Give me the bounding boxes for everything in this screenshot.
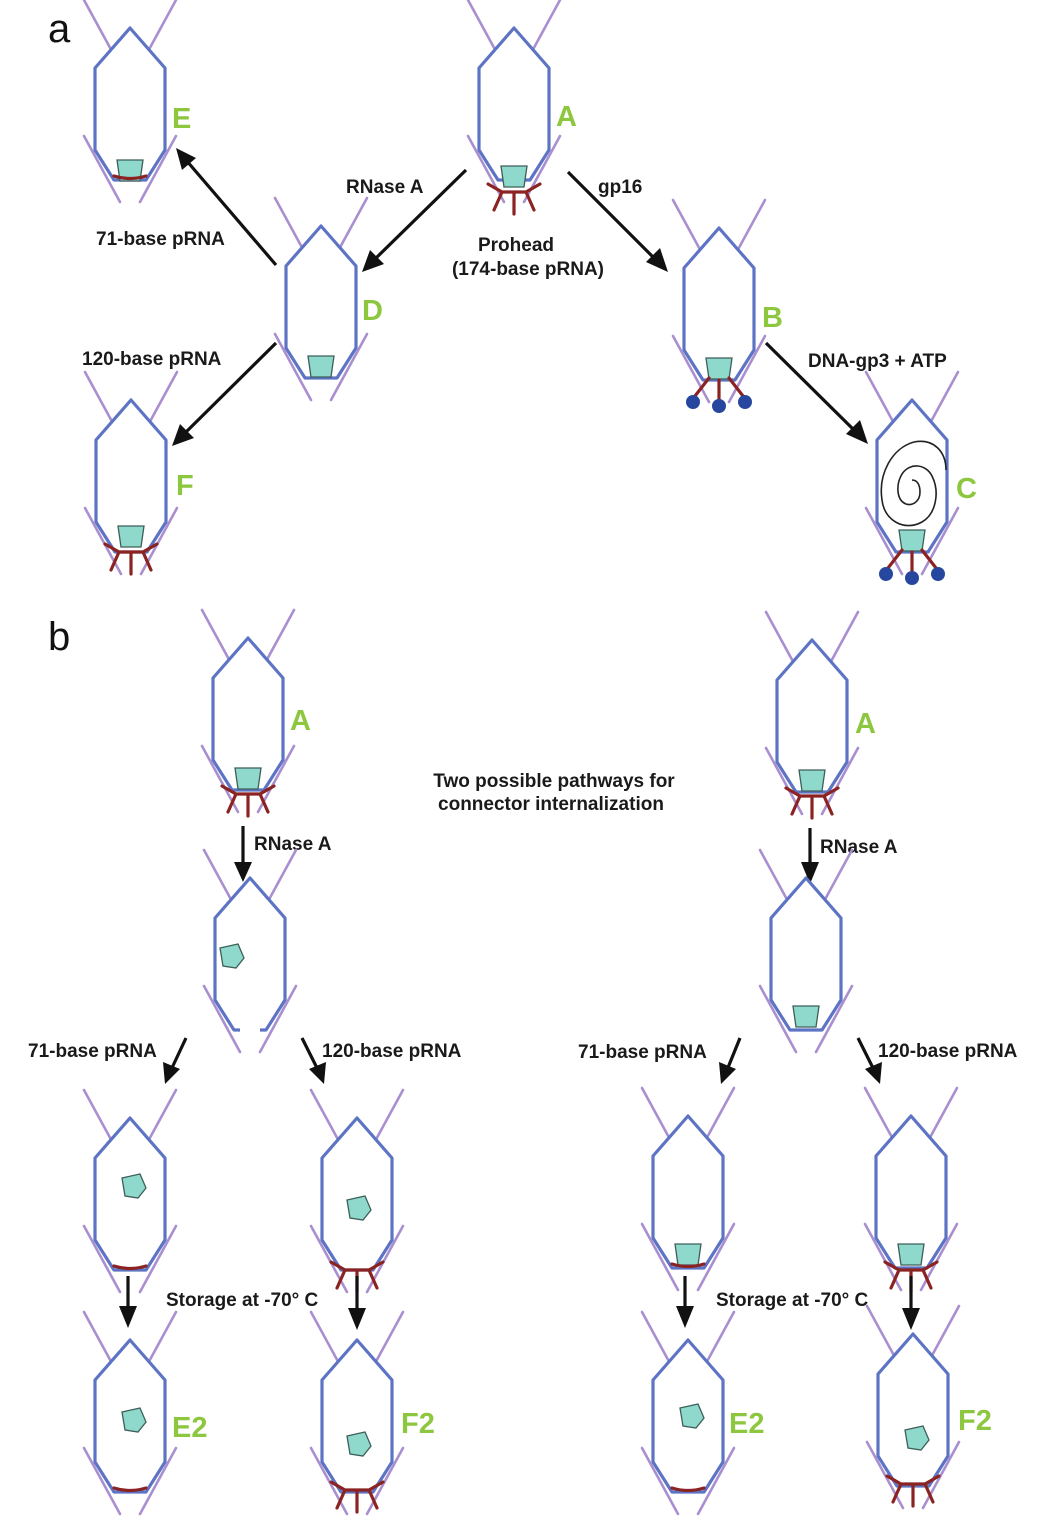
- label-prohead: Prohead: [478, 235, 554, 256]
- pathways-subtitle: connector internalization: [438, 794, 664, 815]
- arrow-left-71: [163, 1037, 188, 1084]
- prohead-E2-right: [640, 1310, 736, 1516]
- prohead-right-71: [640, 1086, 736, 1292]
- arrow-A-to-B: [566, 170, 668, 272]
- prohead-F: [83, 370, 179, 576]
- prohead-left-120: [309, 1088, 405, 1294]
- panel-a-label: a: [48, 7, 71, 51]
- prohead-A-right: [764, 610, 860, 820]
- label-71-base-prna: 71-base pRNA: [96, 229, 225, 250]
- arrow-right-120: [856, 1037, 882, 1084]
- node-label-F2-left: F2: [401, 1408, 435, 1440]
- label-gp16: gp16: [598, 177, 642, 198]
- prohead-D: [273, 196, 369, 402]
- prohead-left-opened: [202, 848, 298, 1054]
- arrow-right-71: [719, 1037, 742, 1084]
- arrow-left-120: [300, 1037, 326, 1084]
- pathway-left: A RNase A 71-base pRNA 120-base pRNA: [28, 608, 462, 1516]
- prohead-F2-left: [309, 1310, 405, 1516]
- arrow-left-storage-120: [348, 1276, 366, 1330]
- label-rnase-a: RNase A: [346, 177, 424, 198]
- arrow-right-storage-120: [902, 1276, 920, 1330]
- node-label-F2-right: F2: [958, 1405, 992, 1437]
- prohead-right-d: [758, 848, 854, 1054]
- label-left-rnase-a: RNase A: [254, 834, 332, 855]
- prohead-E2-left: [82, 1310, 178, 1516]
- node-label-C: C: [956, 473, 977, 505]
- arrow-A-to-D: [362, 168, 468, 272]
- label-right-71-base-prna: 71-base pRNA: [578, 1042, 707, 1063]
- label-left-71-base-prna: 71-base pRNA: [28, 1041, 157, 1062]
- arrow-right-rnase: [801, 828, 819, 884]
- packaged-dna-spiral: [880, 440, 947, 527]
- label-120-base-prna: 120-base pRNA: [82, 349, 222, 370]
- node-label-A-right: A: [855, 708, 876, 740]
- node-label-E2-right: E2: [729, 1408, 764, 1440]
- prohead-E: [82, 0, 178, 204]
- prohead-A: [466, 0, 562, 216]
- node-label-E: E: [172, 103, 191, 135]
- label-prohead-prna: (174-base pRNA): [452, 259, 604, 280]
- arrow-D-to-F: [172, 341, 278, 446]
- prohead-F2-right: [865, 1304, 961, 1510]
- label-right-rnase-a: RNase A: [820, 837, 898, 858]
- label-dna-gp3-atp: DNA-gp3 + ATP: [808, 351, 947, 372]
- label-left-storage: Storage at -70° C: [166, 1290, 319, 1311]
- label-right-120-base-prna: 120-base pRNA: [878, 1041, 1018, 1062]
- prohead-right-120: [863, 1086, 959, 1294]
- node-label-D: D: [362, 295, 383, 327]
- node-label-A-left: A: [290, 705, 311, 737]
- arrow-B-to-C: [764, 341, 868, 444]
- arrow-left-rnase: [234, 826, 252, 882]
- node-label-E2-left: E2: [172, 1412, 207, 1444]
- prohead-A-left: [200, 608, 296, 818]
- prohead-left-71: [82, 1088, 178, 1294]
- pathway-right: A RNase A 71-base pRNA 120-base pRNA: [578, 610, 1018, 1516]
- label-left-120-base-prna: 120-base pRNA: [322, 1041, 462, 1062]
- pathways-title: Two possible pathways for: [433, 771, 675, 792]
- arrow-left-storage-71: [119, 1276, 137, 1328]
- panel-b-label: b: [48, 615, 70, 659]
- node-label-A: A: [556, 101, 577, 133]
- node-label-B: B: [762, 302, 783, 334]
- arrow-D-to-E: [176, 148, 278, 267]
- prohead-B: [671, 198, 767, 415]
- node-label-F: F: [176, 470, 194, 502]
- label-right-storage: Storage at -70° C: [716, 1290, 869, 1311]
- arrow-right-storage-71: [676, 1276, 694, 1328]
- prohead-C: [864, 370, 960, 587]
